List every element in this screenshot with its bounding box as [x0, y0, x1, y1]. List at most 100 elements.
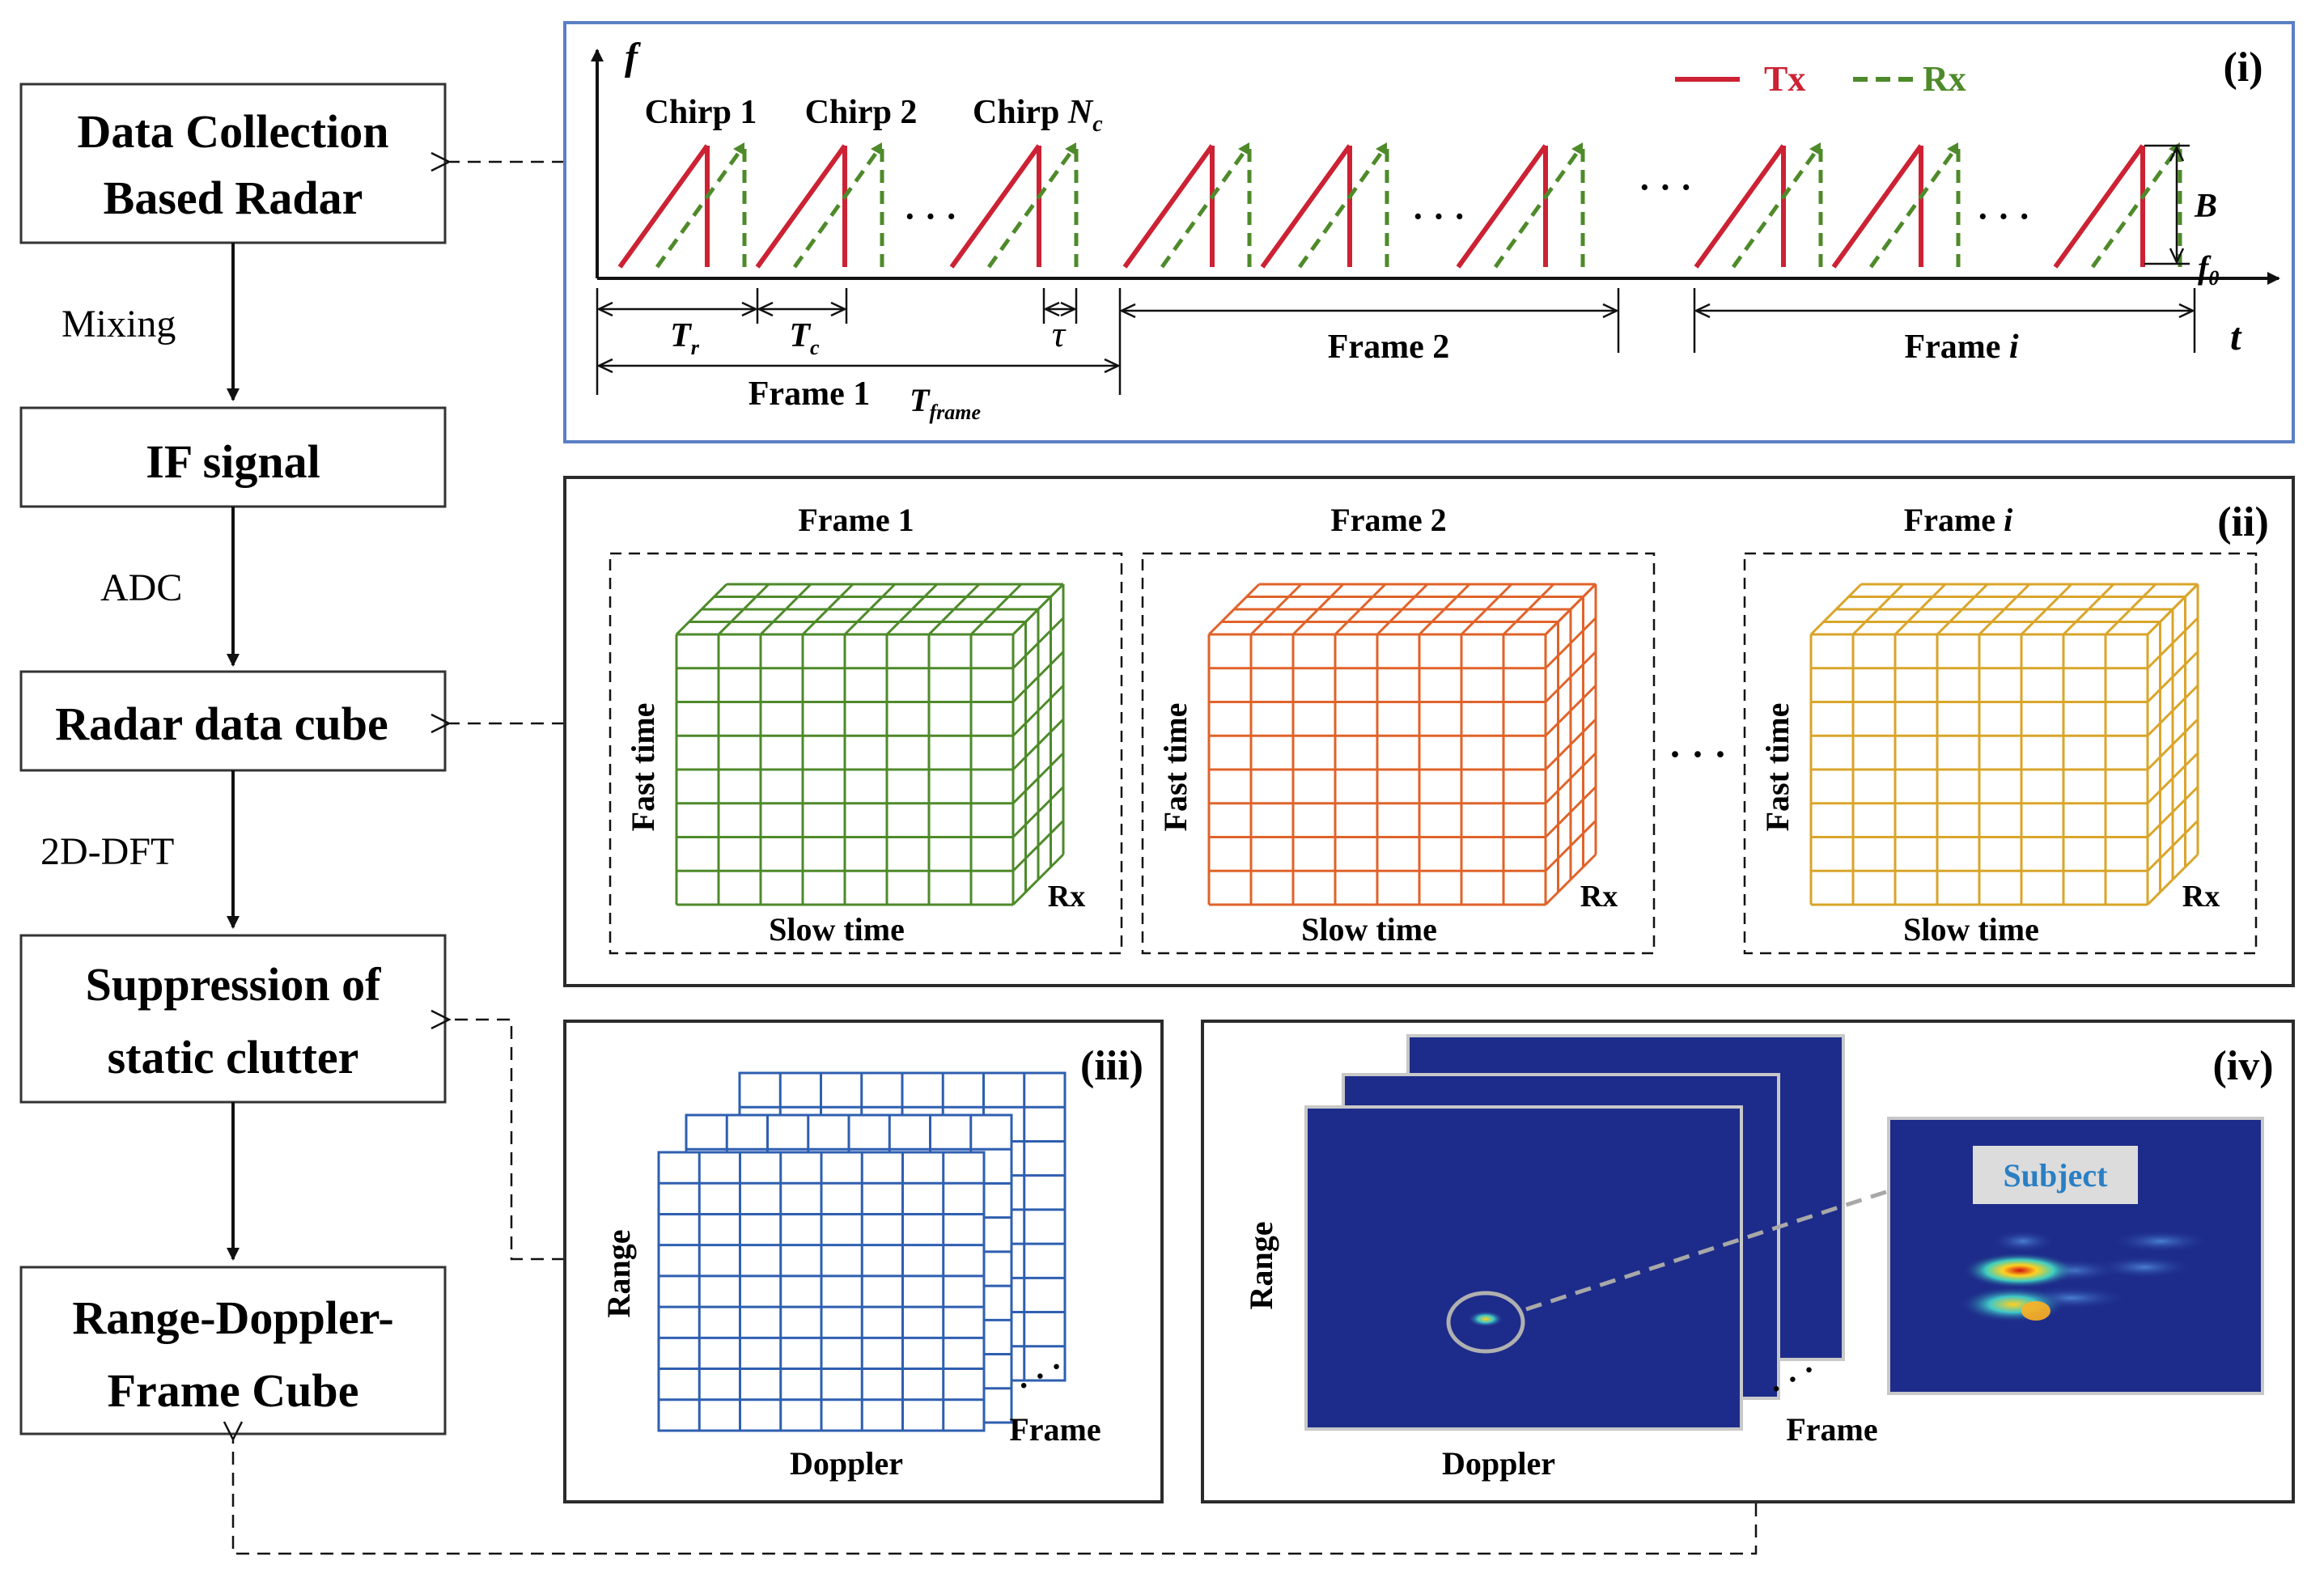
flow-step-range-doppler-frame-cube: Range-Doppler- Frame Cube [19, 1266, 447, 1435]
rx-chirp-ramp [986, 152, 1072, 269]
rx-chirp-ramp [1160, 152, 1245, 269]
chirp-n-label: Chirp Nc [973, 94, 1103, 137]
target-hotspot-upper [1963, 1253, 2076, 1288]
cube-frame-2-fast-time: Fast time [1157, 703, 1194, 832]
flow-step-rdf-line2: Frame Cube [108, 1364, 359, 1417]
tx-chirp-ramp [1831, 144, 1923, 269]
f0-label: f0 [2198, 249, 2219, 290]
heatmap-frame-front [1304, 1105, 1743, 1431]
tx-chirp-ramp [1694, 144, 1786, 269]
panel-iii-range-label: Range [600, 1230, 637, 1318]
tx-chirp-ramp [617, 144, 710, 269]
panel-iii-frame-label: Frame [1009, 1411, 1101, 1448]
panel-i-tag: (i) [2223, 45, 2263, 91]
cube-grid-frame-2 [1207, 583, 1597, 906]
cube-frame-1-title: Frame 1 [798, 502, 914, 538]
flow-step-suppression: Suppression of static clutter [19, 934, 447, 1104]
timing-dimensions [596, 288, 2196, 395]
heatmap-stack [1304, 1034, 1845, 1431]
heatmap-zoom: Subject [1887, 1117, 2264, 1395]
cube-frame-i: Frame i Fast time Slow time Rx [1743, 502, 2258, 955]
panel-iv-doppler-label: Doppler [1442, 1445, 1555, 1482]
target-circle [1446, 1291, 1525, 1354]
frame-i-label: Frame i [1904, 329, 2018, 366]
panel-ii-border [563, 476, 2295, 987]
bandwidth-label: B [2194, 188, 2217, 225]
frame-2-label: Frame 2 [1328, 329, 1449, 366]
subject-box [1973, 1146, 2138, 1204]
cube-frame-1-rx: Rx [1048, 880, 1085, 914]
cube-frame-i-rx: Rx [2182, 880, 2220, 914]
cube-frame-2-slow-time: Slow time [1301, 911, 1437, 948]
rx-chirp-ramp [1493, 152, 1579, 269]
cube-frame-2-rx: Rx [1580, 880, 1618, 914]
flow-step-if-signal: IF signal [19, 406, 447, 508]
flow-step-rdf-line1: Range-Doppler- [72, 1291, 393, 1344]
edge-label-2d-dft: 2D-DFT [40, 830, 174, 873]
edge-label-mixing: Mixing [61, 303, 176, 346]
t-axis-label: t [2230, 316, 2242, 358]
dashed-connectors [223, 151, 1758, 1555]
rx-chirp-ramp [1731, 152, 1817, 269]
cube-frame-2-title: Frame 2 [1330, 502, 1446, 538]
flow-step-radar-data-cube-label: Radar data cube [55, 698, 388, 750]
panel-ii-tag: (ii) [2217, 499, 2269, 545]
flow-step-data-collection-line2: Based Radar [104, 172, 363, 224]
flow-step-data-collection-line1: Data Collection [78, 105, 389, 158]
chirp-ellipsis-2: · · · [1412, 197, 1465, 236]
subject-label: Subject [2004, 1157, 2109, 1194]
panel-iii-tag: (iii) [1080, 1043, 1143, 1089]
tx-chirp-ramp [1122, 144, 1215, 269]
flow-step-data-collection: Data Collection Based Radar [19, 83, 447, 244]
range-doppler-grid-stack [657, 1071, 1067, 1432]
frame-ellipsis: · · · [1639, 168, 1692, 207]
tx-chirp-ramp [949, 144, 1041, 269]
frame-1-label: Frame 1 [749, 375, 870, 413]
chirp-ellipsis-1: · · · [904, 197, 957, 236]
cube-frame-1-slow-time: Slow time [769, 911, 905, 948]
rx-chirp-ramp [2090, 152, 2176, 269]
tc-label: Tc [789, 317, 820, 359]
legend-tx-label: Tx [1764, 59, 1805, 99]
rx-chirp-ramp [1868, 152, 1954, 269]
cube-frame-1: Frame 1 Fast time Slow time Rx [609, 502, 1123, 955]
flow-step-if-signal-label: IF signal [146, 435, 320, 488]
legend-rx-label: Rx [1923, 59, 1966, 99]
panel-iv-range-label: Range [1243, 1222, 1279, 1310]
chirp-ellipsis-3: · · · [1977, 197, 2030, 236]
panel-iv-heatmaps: (iv) Subject Range Doppler Frame · · · [1201, 1020, 2295, 1503]
cube-frame-i-slow-time: Slow time [1903, 911, 2039, 948]
f-axis-label: f [625, 36, 641, 78]
legend: Tx Rx [1675, 59, 1966, 99]
cube-frame-2: Frame 2 Fast time Slow time Rx [1141, 502, 1656, 955]
panel-iv-tag: (iv) [2212, 1043, 2273, 1089]
chirp-2-label: Chirp 2 [805, 94, 918, 131]
tx-chirp-ramp [1260, 144, 1352, 269]
chirp-1-label: Chirp 1 [645, 94, 757, 131]
heatmap-target-blob [1468, 1311, 1503, 1327]
tx-chirp-ramp [755, 144, 847, 269]
cube-frame-i-title: Frame i [1904, 502, 2012, 538]
panel-iii-doppler-grids: (iii) Range Doppler Frame · · · [563, 1020, 1164, 1503]
connector-panel-iv [223, 1421, 1758, 1555]
flow-step-radar-data-cube: Radar data cube [19, 670, 447, 772]
chirp-signals [617, 142, 2182, 269]
panel-i-chirp-diagram: (i) f t Tx Rx Chirp 1 Chirp 2 Chirp Nc ·… [563, 21, 2295, 443]
tx-chirp-ramp [2053, 144, 2145, 269]
cube-frame-i-fast-time: Fast time [1759, 703, 1796, 832]
cube-grid-frame-i [1809, 583, 2199, 906]
bandwidth-marker: B f0 [2144, 144, 2219, 290]
tframe-label: Tframe [910, 382, 981, 424]
rx-chirp-ramp [1297, 152, 1383, 269]
panel-iv-frame-label: Frame [1786, 1411, 1877, 1448]
connector-panel-iii [430, 1009, 565, 1261]
cube-frame-1-fast-time: Fast time [625, 703, 661, 832]
panel-iii-doppler-label: Doppler [790, 1445, 903, 1482]
edge-label-adc: ADC [100, 566, 182, 609]
tau-label: τ [1052, 313, 1067, 354]
flow-step-suppression-line2: static clutter [108, 1031, 359, 1083]
cube-grid-frame-1 [675, 583, 1065, 906]
target-hotspot-lower [1960, 1287, 2067, 1322]
rx-chirp-ramp [655, 152, 740, 269]
